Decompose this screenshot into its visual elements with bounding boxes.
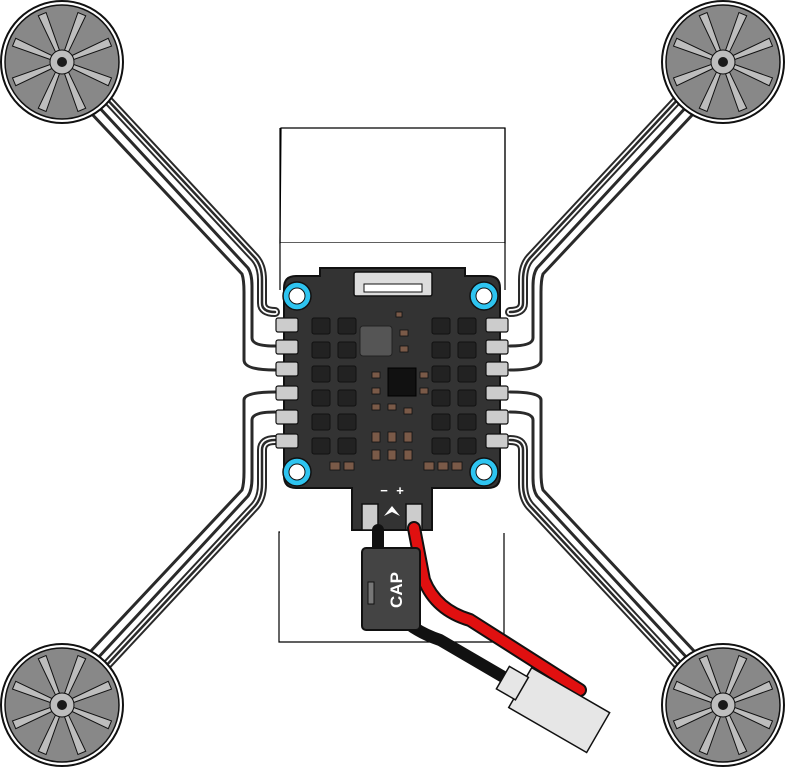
mount-hole-bottom-right bbox=[469, 457, 499, 487]
motor-front-left bbox=[0, 0, 124, 124]
battery-connector bbox=[495, 665, 611, 754]
motor-solder-pad bbox=[275, 339, 299, 355]
motor-hub bbox=[718, 700, 728, 710]
smd-component bbox=[437, 461, 449, 471]
motor-solder-pad bbox=[275, 433, 299, 449]
mosfet bbox=[431, 437, 451, 455]
mosfet bbox=[311, 389, 331, 407]
capacitor: CAP bbox=[361, 547, 421, 631]
capacitor-label: CAP bbox=[387, 572, 406, 608]
mosfet bbox=[311, 317, 331, 335]
chip-gyro bbox=[359, 325, 393, 357]
mosfet bbox=[311, 365, 331, 383]
motor-solder-pad bbox=[275, 409, 299, 425]
mosfet bbox=[457, 341, 477, 359]
motor-solder-pad bbox=[485, 317, 509, 333]
motor-front-right bbox=[661, 0, 785, 124]
mosfet bbox=[457, 413, 477, 431]
mosfet bbox=[431, 341, 451, 359]
motor-rear-right bbox=[661, 643, 785, 767]
smd-component bbox=[395, 311, 403, 318]
smd-component bbox=[371, 431, 381, 443]
smd-component bbox=[371, 403, 381, 411]
smd-component bbox=[371, 387, 381, 395]
smd-component bbox=[371, 371, 381, 379]
smd-component bbox=[403, 407, 413, 415]
flight-controller-board: − + bbox=[275, 267, 509, 531]
smd-component bbox=[387, 449, 397, 461]
mount-hole-top-right bbox=[469, 281, 499, 311]
mosfet bbox=[337, 365, 357, 383]
motor-solder-pad bbox=[275, 317, 299, 333]
mosfet bbox=[337, 437, 357, 455]
smd-component bbox=[387, 431, 397, 443]
smd-component bbox=[399, 329, 409, 337]
board-components bbox=[275, 311, 509, 471]
mosfet bbox=[457, 437, 477, 455]
polarity-positive-label: + bbox=[396, 483, 404, 498]
mount-hole-bottom-left bbox=[282, 457, 312, 487]
motor-hub bbox=[718, 57, 728, 67]
mosfet bbox=[431, 317, 451, 335]
smd-component bbox=[387, 403, 397, 411]
mosfet bbox=[337, 341, 357, 359]
smd-component bbox=[399, 345, 409, 353]
smd-component bbox=[403, 431, 413, 443]
capacitor-body bbox=[361, 547, 421, 631]
smd-component bbox=[329, 461, 341, 471]
mosfet bbox=[337, 413, 357, 431]
motor-solder-pad bbox=[485, 433, 509, 449]
direction-arrow-icon bbox=[384, 506, 400, 516]
mosfet bbox=[337, 317, 357, 335]
motor-solder-pad bbox=[485, 339, 509, 355]
mosfet bbox=[457, 317, 477, 335]
smd-component bbox=[371, 449, 381, 461]
motor-wire-bundle-front-left bbox=[88, 89, 282, 372]
motor-wires bbox=[88, 89, 697, 675]
motor-solder-pad bbox=[485, 361, 509, 377]
smd-component bbox=[419, 371, 429, 379]
motor-wire-bundle-front-right bbox=[503, 89, 697, 372]
smd-component bbox=[343, 461, 355, 471]
smd-component bbox=[451, 461, 463, 471]
mosfet bbox=[311, 437, 331, 455]
mosfet bbox=[431, 365, 451, 383]
polarity-negative-label: − bbox=[380, 483, 388, 498]
mosfet bbox=[337, 389, 357, 407]
motor-rear-left bbox=[0, 643, 124, 767]
motor-solder-pad bbox=[275, 361, 299, 377]
mosfet bbox=[311, 341, 331, 359]
motor-wire-bundle-rear-left bbox=[88, 390, 282, 675]
motor-solder-pad bbox=[275, 385, 299, 401]
mosfet bbox=[457, 389, 477, 407]
motor-solder-pad bbox=[485, 409, 509, 425]
smd-component bbox=[423, 461, 435, 471]
motor-wire-bundle-rear-right bbox=[503, 390, 697, 675]
mosfet bbox=[311, 413, 331, 431]
smd-component bbox=[419, 387, 429, 395]
chip-mcu bbox=[387, 367, 417, 397]
motor-hub bbox=[57, 700, 67, 710]
smd-component bbox=[403, 449, 413, 461]
motor-hub bbox=[57, 57, 67, 67]
motor-solder-pad bbox=[485, 385, 509, 401]
mount-hole-top-left bbox=[282, 281, 312, 311]
battery-pad-negative bbox=[361, 503, 379, 531]
mosfet bbox=[431, 389, 451, 407]
mosfet bbox=[431, 413, 451, 431]
mosfet bbox=[457, 365, 477, 383]
